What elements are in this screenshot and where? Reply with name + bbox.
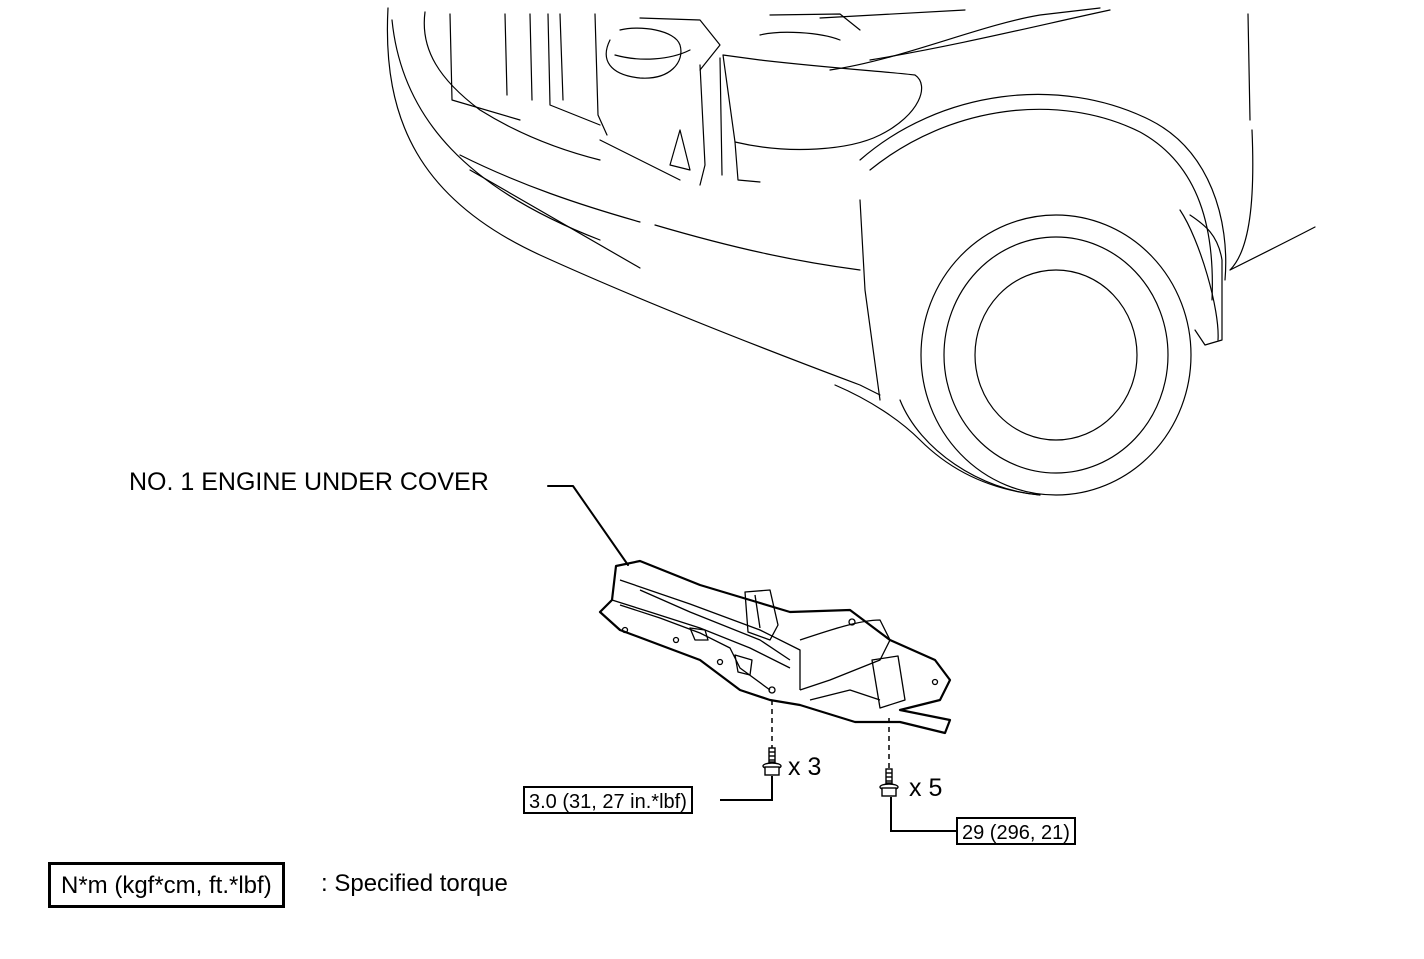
engine-under-cover xyxy=(598,559,952,735)
legend-description: : Specified torque xyxy=(321,870,508,897)
torque-b-leader xyxy=(890,797,956,832)
torque-spec-b: 29 (296, 21) xyxy=(956,817,1076,845)
bolt-b-icon xyxy=(879,768,899,797)
vehicle-front-illustration xyxy=(386,7,1316,566)
torque-spec-a: 3.0 (31, 27 in.*lbf) xyxy=(523,786,693,814)
bolt-a-quantity: x 3 xyxy=(788,753,822,781)
torque-a-leader xyxy=(720,776,773,801)
legend-unit-box: N*m (kgf*cm, ft.*lbf) xyxy=(48,862,285,908)
bolt-a-icon xyxy=(762,747,782,776)
part-name-label: NO. 1 ENGINE UNDER COVER xyxy=(129,468,489,496)
fastener-callouts xyxy=(720,700,956,832)
bolt-b-quantity: x 5 xyxy=(909,774,943,802)
